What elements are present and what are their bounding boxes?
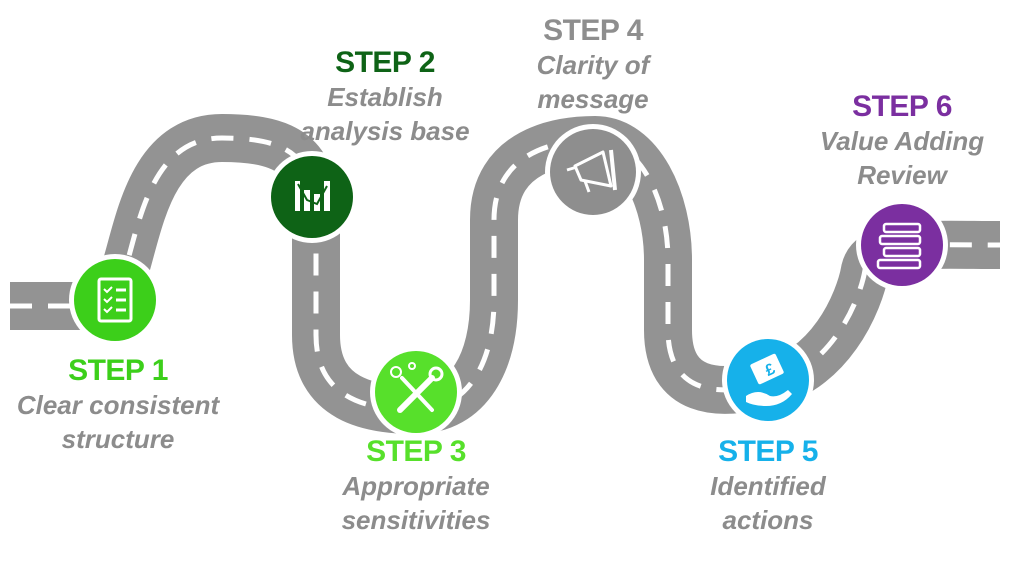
megaphone-icon <box>566 149 617 193</box>
step-6-desc-line2: Review <box>857 160 947 190</box>
step-2-title: STEP 2 <box>335 46 435 79</box>
step-6-node <box>856 199 948 291</box>
step-1-label: STEP 1 Clear consistent structure <box>0 354 238 456</box>
step-2-label: STEP 2 Establish analysis base <box>265 46 505 148</box>
step-6-label: STEP 6 Value Adding Review <box>782 90 1022 192</box>
step-6-title: STEP 6 <box>852 90 952 123</box>
step-5-label: STEP 5 Identified actions <box>648 435 888 537</box>
bar-chart-icon <box>295 181 330 211</box>
step-5-node: £ <box>722 334 814 426</box>
books-icon <box>876 222 922 270</box>
step-5-desc-line2: actions <box>722 505 814 535</box>
checklist-icon <box>97 277 133 323</box>
step-5-title: STEP 5 <box>718 435 818 468</box>
step-2-desc-line1: Establish <box>327 82 443 112</box>
step-1-desc-line2: structure <box>61 424 175 454</box>
step-1-title: STEP 1 <box>68 354 168 387</box>
step-4-desc-line1: Clarity of <box>536 50 650 80</box>
step-6-desc-line1: Value Adding <box>819 126 985 156</box>
step-4-circle <box>550 129 636 215</box>
wrench-screwdriver-icon <box>390 362 444 413</box>
road-center-line <box>10 135 1001 413</box>
step-3-title: STEP 3 <box>366 435 466 468</box>
step-2-node <box>266 151 358 243</box>
hand-money-icon: £ <box>746 353 792 406</box>
step-4-desc-line2: message <box>537 84 649 114</box>
step-4-node <box>545 124 641 220</box>
road <box>10 113 1001 435</box>
step-5-desc-line1: Identified <box>710 471 826 501</box>
step-3-node <box>370 346 462 438</box>
step-4-title: STEP 4 <box>543 14 643 47</box>
step-1-node <box>69 254 161 346</box>
step-4-label: STEP 4 Clarity of message <box>473 14 713 116</box>
step-1-circle <box>74 259 156 341</box>
step-2-desc-line2: analysis base <box>300 116 470 146</box>
step-3-desc-line2: sensitivities <box>341 505 491 535</box>
step-3-label: STEP 3 Appropriate sensitivities <box>296 435 536 537</box>
step-1-desc-line1: Clear consistent <box>16 390 220 420</box>
step-3-desc-line1: Appropriate <box>342 471 490 501</box>
step-2-circle <box>271 156 353 238</box>
